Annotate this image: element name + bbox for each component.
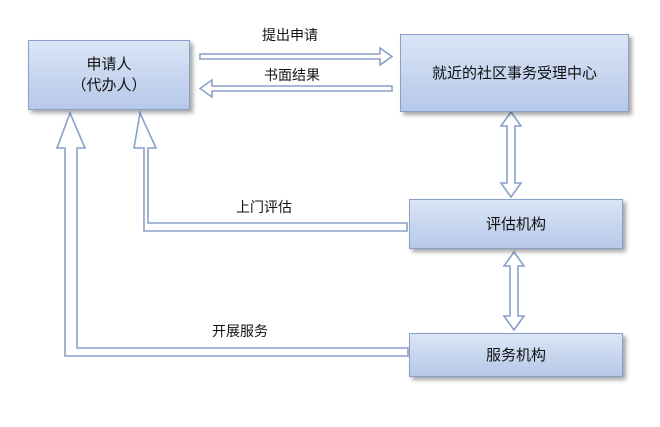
assessment-agency-label: 评估机构 xyxy=(485,214,546,233)
submit-application-label: 提出申请 xyxy=(262,28,318,44)
assessment-agency-box: 评估机构 xyxy=(409,199,623,249)
assessment-service-double-arrow xyxy=(502,250,526,332)
submit-arrow xyxy=(199,46,394,67)
written-result-label: 书面结果 xyxy=(264,68,320,84)
applicant-sublabel: （代办人） xyxy=(71,76,147,94)
center-assessment-double-arrow xyxy=(499,110,523,199)
community-center-box: 就近的社区事务受理中心 xyxy=(400,34,629,112)
service-agency-label: 服务机构 xyxy=(485,345,546,364)
provide-service-arrow xyxy=(55,110,409,357)
service-agency-box: 服务机构 xyxy=(409,333,623,377)
community-center-label: 就近的社区事务受理中心 xyxy=(431,63,597,82)
applicant-label: 申请人 xyxy=(86,55,132,73)
applicant-box: 申请人 （代办人） xyxy=(28,40,190,110)
written-result-arrow xyxy=(198,78,393,99)
home-assessment-label: 上门评估 xyxy=(236,200,292,216)
provide-service-label: 开展服务 xyxy=(212,324,268,340)
home-assessment-arrow xyxy=(133,110,408,232)
